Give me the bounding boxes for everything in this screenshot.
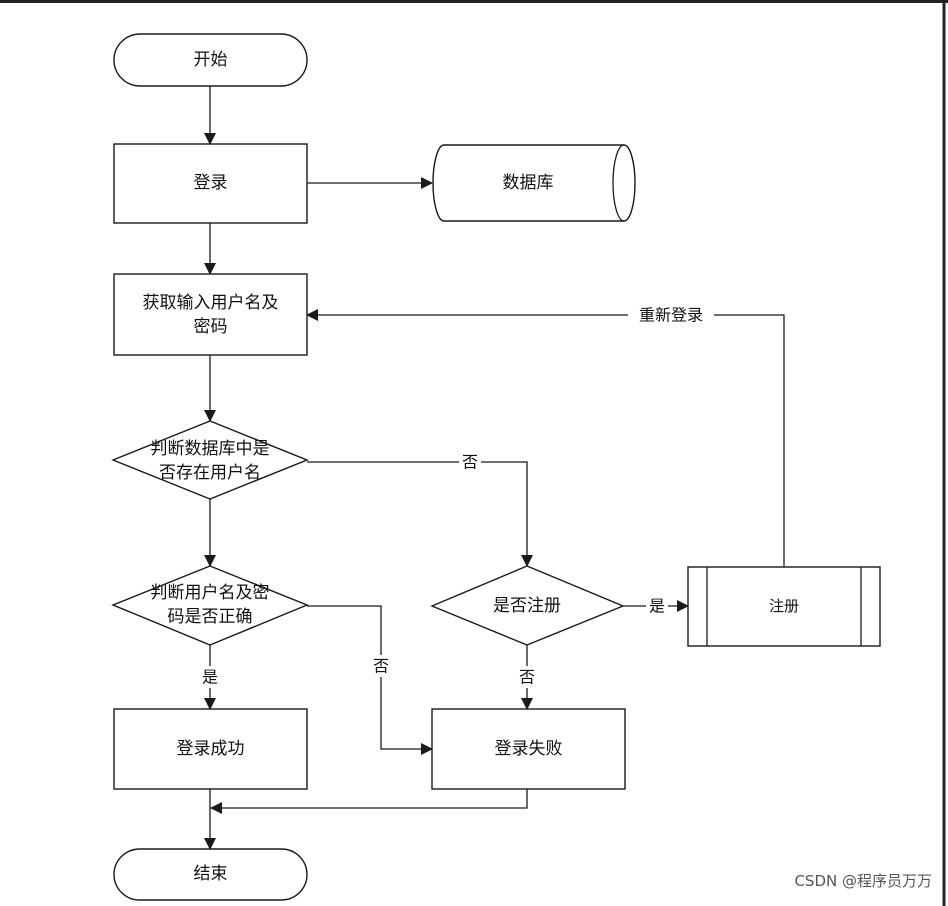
edge-failure-merge xyxy=(210,789,528,814)
ask-register-node: 是否注册 xyxy=(430,565,625,646)
edge-user-missing-to-ask-register xyxy=(307,461,533,567)
edge-label-password-correct-bg xyxy=(199,666,221,688)
register-node-label: 注册 xyxy=(769,597,799,615)
check-user-exists-node-label-line2: 否存在用户名 xyxy=(159,463,261,483)
login-success-node-label: 登录成功 xyxy=(177,739,245,759)
edge-label-password-wrong-group: 否 xyxy=(370,655,392,677)
check-password-node-shape xyxy=(111,565,309,646)
start-node-shape xyxy=(113,33,308,87)
check-password-node-label-line1: 判断用户名及密 xyxy=(151,583,270,603)
check-password-node-label-line2: 码是否正确 xyxy=(168,607,253,627)
login-node: 登录 xyxy=(113,143,308,224)
database-node-back-curve xyxy=(612,144,625,222)
database-node-label: 数据库 xyxy=(503,173,554,193)
edge-label-register-no-bg xyxy=(516,666,538,688)
login-failure-node-shape xyxy=(431,708,626,790)
get-credentials-node: 获取输入用户名及 密码 xyxy=(113,273,308,356)
edge-password-wrong-to-failure xyxy=(307,605,433,755)
edge-label-relogin: 重新登录 xyxy=(639,306,703,325)
edge-register-relogin xyxy=(306,309,785,567)
edge-label-relogin-bg xyxy=(628,304,714,326)
edge-label-user-missing-bg xyxy=(459,451,481,473)
end-node-label: 结束 xyxy=(194,864,228,884)
edge-label-password-correct: 是 xyxy=(202,668,218,687)
edge-label-password-wrong: 否 xyxy=(373,657,389,676)
edge-label-password-wrong-bg xyxy=(370,655,392,677)
edge-label-register-no-group: 否 xyxy=(516,666,538,688)
check-user-exists-node: 判断数据库中是 否存在用户名 xyxy=(111,420,309,500)
ask-register-node-shape xyxy=(430,565,625,646)
login-node-shape xyxy=(113,143,308,224)
check-password-node: 判断用户名及密 码是否正确 xyxy=(111,565,309,646)
end-node: 结束 xyxy=(113,848,308,901)
csdn-watermark: CSDN @程序员万万 xyxy=(794,872,932,890)
start-node: 开始 xyxy=(113,33,308,87)
edge-label-user-missing: 否 xyxy=(462,453,478,472)
login-success-node-shape xyxy=(113,708,308,790)
ask-register-node-label: 是否注册 xyxy=(493,596,561,616)
edge-label-register-yes-bg xyxy=(646,595,668,617)
end-node-shape xyxy=(113,848,308,901)
login-failure-node-label: 登录失败 xyxy=(495,739,563,759)
edge-label-register-no: 否 xyxy=(519,668,535,687)
edge-label-register-yes: 是 xyxy=(649,597,665,616)
check-user-exists-node-label-line1: 判断数据库中是 xyxy=(151,439,270,459)
get-credentials-node-label-line2: 密码 xyxy=(194,317,228,337)
database-node: 数据库 xyxy=(432,144,636,222)
check-user-exists-node-shape xyxy=(111,420,309,500)
edge-label-relogin-group: 重新登录 xyxy=(628,304,714,326)
register-node-shape xyxy=(687,566,881,647)
login-success-node: 登录成功 xyxy=(113,708,308,790)
edge-label-password-correct-group: 是 xyxy=(199,666,221,688)
edge-label-user-missing-group: 否 xyxy=(459,451,481,473)
get-credentials-node-shape xyxy=(113,273,308,356)
register-node: 注册 xyxy=(687,566,881,647)
start-node-label: 开始 xyxy=(194,50,228,70)
edge-label-register-yes-group: 是 xyxy=(646,595,668,617)
login-node-label: 登录 xyxy=(194,173,228,193)
edge-labels: 否 否 是 否 是 重新登录 xyxy=(199,304,714,688)
get-credentials-node-label-line1: 获取输入用户名及 xyxy=(143,293,279,313)
login-failure-node: 登录失败 xyxy=(431,708,626,790)
